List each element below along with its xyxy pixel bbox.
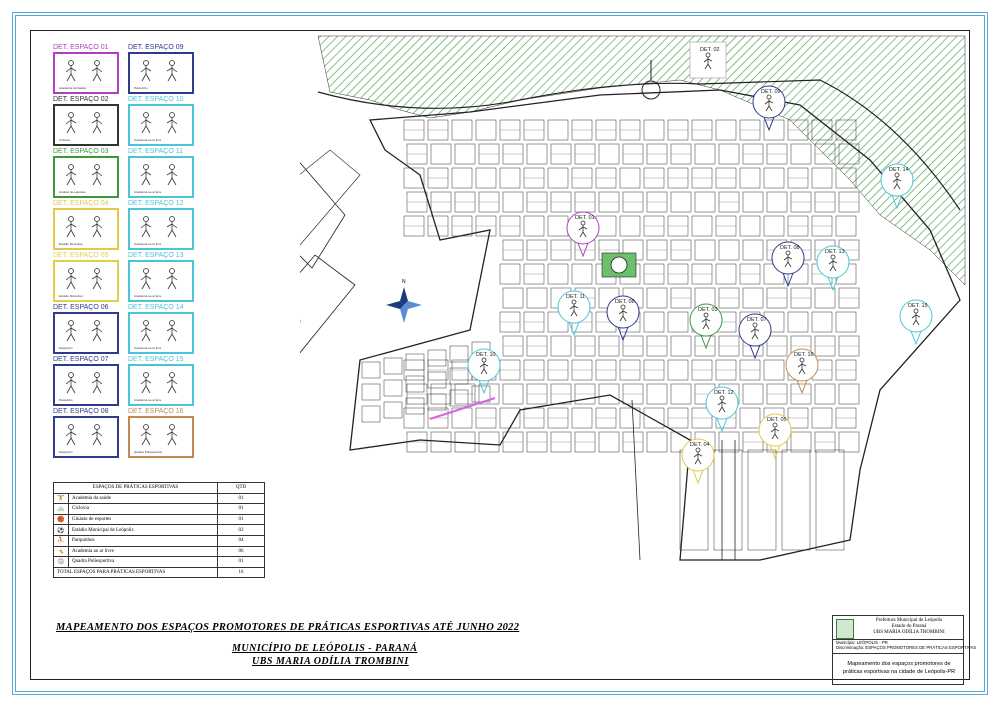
field2-value: ESPAÇOS PROMOTORES DE PRÁTICAS ESPORTIVA… xyxy=(865,645,977,650)
map-border xyxy=(30,30,970,680)
map-description: Mapeamento dos espaços promotores de prá… xyxy=(842,661,956,675)
detail-caption: Parquinho xyxy=(59,346,73,350)
detail-box: Ginásio de esportes xyxy=(53,156,119,198)
map-title: MAPEAMENTO DOS ESPAÇOS PROMOTORES DE PRÁ… xyxy=(56,622,520,633)
detail-caption: Academia ao ar livre xyxy=(134,138,162,142)
detail-title: DET. ESPAÇO 01 xyxy=(53,44,109,51)
detail-caption: Academia ao ar livre xyxy=(134,294,162,298)
detail-title: DET. ESPAÇO 09 xyxy=(128,44,184,51)
legend-label: Ciclovia xyxy=(68,503,218,515)
detail-box: Parquinho xyxy=(53,312,119,354)
detail-title: DET. ESPAÇO 15 xyxy=(128,356,184,363)
legend-icon: 🏀 xyxy=(53,513,69,526)
municipality-line: MUNICÍPIO DE LEÓPOLIS - PARANÁ xyxy=(232,643,418,654)
legend-label: Academia ao ar livre xyxy=(68,545,218,558)
legend-qty: 02 xyxy=(217,524,265,536)
detail-title: DET. ESPAÇO 12 xyxy=(128,200,184,207)
legend-qty: 04 xyxy=(217,534,265,547)
legend-label: Quadra Poliesportiva xyxy=(68,556,218,568)
detail-title: DET. ESPAÇO 16 xyxy=(128,408,184,415)
detail-box: Ciclovia xyxy=(53,104,119,146)
legend-qty: 01 xyxy=(217,556,265,568)
detail-box: Academia ao ar livre xyxy=(128,260,194,302)
legend-qty: 01 xyxy=(217,503,265,515)
legend-label: Academia da saúde xyxy=(68,492,218,505)
detail-title: DET. ESPAÇO 10 xyxy=(128,96,184,103)
legend-label: Estádio Municipal de Leópolis xyxy=(68,524,218,536)
detail-title: DET. ESPAÇO 08 xyxy=(53,408,109,415)
municipal-seal xyxy=(836,619,854,639)
org-ubs: UBS MARIA ODÍLIA TROMBINI xyxy=(873,630,945,635)
detail-title: DET. ESPAÇO 07 xyxy=(53,356,109,363)
map-subtitle: MUNICÍPIO DE LEÓPOLIS - PARANÁ UBS MARIA… xyxy=(232,642,417,668)
legend-qty-header: QTD xyxy=(217,482,265,494)
detail-box: Academia da Saúde xyxy=(53,52,119,94)
detail-caption: Estádio Municipal xyxy=(59,294,83,298)
legend-total-qty: 16 xyxy=(217,566,265,579)
title-block: Prefeitura Municipal de Leópolis Estado … xyxy=(832,615,976,685)
detail-title: DET. ESPAÇO 03 xyxy=(53,148,109,155)
detail-caption: Estádio Municipal xyxy=(59,242,83,246)
detail-caption: Academia ao ar livre xyxy=(134,242,162,246)
detail-title: DET. ESPAÇO 05 xyxy=(53,252,109,259)
legend-qty: 01 xyxy=(217,492,265,505)
detail-title: DET. ESPAÇO 04 xyxy=(53,200,109,207)
legend-icon: ⛹ xyxy=(53,534,69,547)
detail-box: Academia ao ar livre xyxy=(128,208,194,250)
detail-box: Parquinho xyxy=(53,416,119,458)
org-state: Estado do Paraná xyxy=(891,624,927,629)
field2-label: Discriminação: xyxy=(836,645,865,650)
detail-title: DET. ESPAÇO 11 xyxy=(128,148,183,155)
detail-caption: Parquinho xyxy=(59,450,73,454)
field1-value: LEÓPOLIS - PR xyxy=(856,640,888,645)
detail-caption: Ginásio de esportes xyxy=(59,190,86,194)
legend-total-label: TOTAL ESPAÇOS PARA PRÁTICAS ESPORTIVAS xyxy=(53,566,218,579)
detail-box: Parquinho xyxy=(128,52,194,94)
detail-box: Estádio Municipal xyxy=(53,260,119,302)
legend-qty: 01 xyxy=(217,513,265,526)
org-name: Prefeitura Municipal de Leópolis xyxy=(875,618,943,623)
legend-icon: ⚽ xyxy=(53,524,69,536)
detail-caption: Quadra Poliesportiva xyxy=(134,450,163,454)
detail-caption: Academia ao ar livre xyxy=(134,398,162,402)
detail-caption: Academia ao ar livre xyxy=(134,190,162,194)
detail-caption: Academia ao ar livre xyxy=(134,346,162,350)
detail-box: Parquinho xyxy=(53,364,119,406)
legend-icon: 🚲 xyxy=(53,503,69,515)
detail-box: Academia ao ar livre xyxy=(128,104,194,146)
detail-caption: Parquinho xyxy=(134,86,148,90)
detail-box: Estádio Municipal xyxy=(53,208,119,250)
legend-icon: 🏐 xyxy=(53,556,69,568)
detail-box: Academia ao ar livre xyxy=(128,364,194,406)
legend-icon: 🤸 xyxy=(53,545,69,558)
page-frame xyxy=(12,12,988,695)
detail-box: Quadra Poliesportiva xyxy=(128,416,194,458)
detail-title: DET. ESPAÇO 06 xyxy=(53,304,109,311)
detail-caption: Ciclovia xyxy=(59,138,70,142)
detail-title: DET. ESPAÇO 14 xyxy=(128,304,184,311)
detail-caption: Parquinho xyxy=(59,398,73,402)
legend-header: ESPAÇOS DE PRÁTICAS ESPORTIVAS xyxy=(53,482,218,494)
legend-label: Ginásio de esportes xyxy=(68,513,218,526)
legend-label: Parquinhos xyxy=(68,534,218,547)
detail-title: DET. ESPAÇO 13 xyxy=(128,252,184,259)
legend-icon: 🏋 xyxy=(53,492,69,505)
detail-box: Academia ao ar livre xyxy=(128,156,194,198)
field1-label: Município: xyxy=(836,640,856,645)
detail-caption: Academia da Saúde xyxy=(59,86,87,90)
detail-title: DET. ESPAÇO 02 xyxy=(53,96,109,103)
ubs-line: UBS MARIA ODÍLIA TROMBINI xyxy=(252,656,409,667)
legend-qty: 06 xyxy=(217,545,265,558)
detail-box: Academia ao ar livre xyxy=(128,312,194,354)
